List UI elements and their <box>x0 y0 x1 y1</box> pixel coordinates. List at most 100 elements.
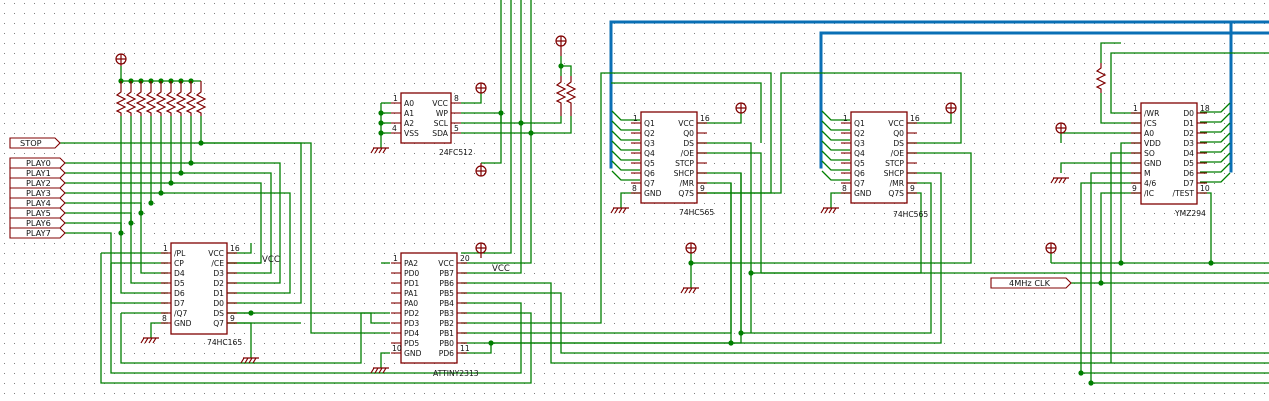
mcu-name: ATTINY2313 <box>433 369 479 378</box>
eeprom-pin-A2: A2 <box>404 119 414 128</box>
net-label-vcc: VCC <box>492 264 510 274</box>
label-stop-shape <box>9 137 61 149</box>
vcc-symbol <box>685 242 697 254</box>
sound_chip-pin-D6: D6 <box>1183 169 1194 178</box>
shift_in-pin-Q7: Q7 <box>213 319 224 328</box>
mcu-pin-PB6: PB6 <box>439 279 454 288</box>
mcu-pin-GND: GND <box>404 349 422 358</box>
shift-out-1-name: 74HC565 <box>679 208 714 217</box>
shift_out_1-pin-DS: DS <box>683 139 694 148</box>
sound_chip-pin-number: 1 <box>1133 104 1138 113</box>
sound_chip-pin-4/6: 4/6 <box>1144 179 1156 188</box>
shift_in-pin-number: 1 <box>163 244 168 253</box>
shift_in-pin-/Q7: /Q7 <box>174 309 188 318</box>
ground-symbol <box>370 147 389 154</box>
shift_in-pin-D3: D3 <box>213 269 224 278</box>
shift_in-pin-number: 16 <box>230 244 240 253</box>
shift_out_1-pin-/OE: /OE <box>681 149 695 158</box>
vcc-symbol <box>945 102 957 114</box>
mcu-pin-PB7: PB7 <box>439 269 454 278</box>
shift_out_2-pin-/MR: /MR <box>890 179 905 188</box>
sound_chip-pin-SO: SO <box>1144 149 1155 158</box>
pin-text: A0A1A2VSSVCCWPSCLSDA1485/PLCPD4D5D6D7/Q7… <box>162 94 1210 358</box>
shift_in-pin-number: 9 <box>230 314 235 323</box>
sound_chip-pin-D7: D7 <box>1183 179 1194 188</box>
component-bodies <box>170 92 1198 364</box>
ground-symbol <box>680 287 699 294</box>
shift_out_2-pin-STCP: STCP <box>885 159 904 168</box>
shift_out_2-pin-number: 9 <box>910 184 915 193</box>
shift_out_2-pin-/OE: /OE <box>891 149 905 158</box>
shift_in-pin-number: 8 <box>162 314 167 323</box>
shift_out_1-pin-/MR: /MR <box>680 179 695 188</box>
mcu-pin-PD5: PD5 <box>404 339 419 348</box>
shift_out_1-pin-GND: GND <box>644 189 662 198</box>
label-play6: PLAY6 <box>26 218 51 228</box>
sound_chip-pin-/IC: /IC <box>1144 189 1154 198</box>
sound_chip-pin-GND: GND <box>1144 159 1162 168</box>
label-clock-shape <box>990 277 1072 289</box>
sound_chip-pin-M: M <box>1144 169 1151 178</box>
sound_chip-pin-VDD: VDD <box>1144 139 1161 148</box>
mcu-pin-PD6: PD6 <box>439 349 454 358</box>
shift_out_1-pin-Q7: Q7 <box>644 179 655 188</box>
sound_chip-pin-D1: D1 <box>1183 119 1194 128</box>
ground-symbols <box>140 147 1069 374</box>
shift-out-1-body <box>640 111 698 204</box>
label-clock: 4MHz CLK <box>1009 278 1051 288</box>
eeprom-pin-VCC: VCC <box>432 99 448 108</box>
eeprom-pin-number: 4 <box>392 124 397 133</box>
shift_out_1-pin-STCP: STCP <box>675 159 694 168</box>
shift_out_1-pin-Q0: Q0 <box>683 129 694 138</box>
shift-out-2-name: 74HC565 <box>893 210 928 219</box>
shift_in-pin-D7: D7 <box>174 299 185 308</box>
mcu-pin-PA0: PA0 <box>404 299 418 308</box>
shift_out_1-pin-Q1: Q1 <box>644 119 655 128</box>
shift_out_2-pin-SHCP: SHCP <box>884 169 905 178</box>
mcu-pin-PD3: PD3 <box>404 319 419 328</box>
ground-symbol <box>820 207 839 214</box>
mcu-pin-number: 20 <box>460 254 470 263</box>
label-play2: PLAY2 <box>26 178 51 188</box>
shift_out_2-pin-number: 16 <box>910 114 920 123</box>
vcc-symbol <box>115 53 127 66</box>
shift_in-pin-/CE: /CE <box>211 259 224 268</box>
mcu-pin-PD2: PD2 <box>404 309 419 318</box>
shift_in-pin-GND: GND <box>174 319 192 328</box>
shift_out_1-pin-Q5: Q5 <box>644 159 655 168</box>
power-symbols <box>115 35 1067 258</box>
shift_out_2-pin-Q1: Q1 <box>854 119 865 128</box>
mcu-pin-PB1: PB1 <box>439 329 454 338</box>
shift_out_1-pin-SHCP: SHCP <box>674 169 695 178</box>
shift_in-pin-D4: D4 <box>174 269 185 278</box>
eeprom-pin-A0: A0 <box>404 99 414 108</box>
shift_in-pin-CP: CP <box>174 259 184 268</box>
label-play3: PLAY3 <box>26 188 51 198</box>
label-stop: STOP <box>20 138 42 148</box>
mcu-pin-number: 10 <box>392 344 402 353</box>
eeprom-pin-A1: A1 <box>404 109 414 118</box>
mcu-pin-number: 11 <box>460 344 470 353</box>
i2c-pullup-resistors <box>555 63 1107 116</box>
sound_chip-pin-number: 10 <box>1200 184 1210 193</box>
sound_chip-pin-/WR: /WR <box>1144 109 1160 118</box>
shift_out_2-pin-Q6: Q6 <box>854 169 865 178</box>
shift_out_2-pin-Q2: Q2 <box>854 129 865 138</box>
shift_out_1-pin-Q4: Q4 <box>644 149 655 158</box>
eeprom-pin-number: 1 <box>393 94 398 103</box>
bus-lines <box>609 20 1269 173</box>
eeprom-pin-SDA: SDA <box>432 129 449 138</box>
pin-stubs <box>161 102 1207 354</box>
sound_chip-pin-D5: D5 <box>1183 159 1194 168</box>
mcu-pin-VCC: VCC <box>438 259 454 268</box>
label-play5: PLAY5 <box>26 208 51 218</box>
sound_chip-pin-D0: D0 <box>1183 109 1194 118</box>
ground-symbol <box>610 207 629 214</box>
mcu-pin-PB3: PB3 <box>439 309 454 318</box>
eeprom-pin-VSS: VSS <box>404 129 419 138</box>
shift_out_1-pin-number: 9 <box>700 184 705 193</box>
shift_out_2-pin-Q4: Q4 <box>854 149 865 158</box>
vcc-symbol <box>475 163 487 177</box>
vcc-symbol <box>1045 242 1057 254</box>
